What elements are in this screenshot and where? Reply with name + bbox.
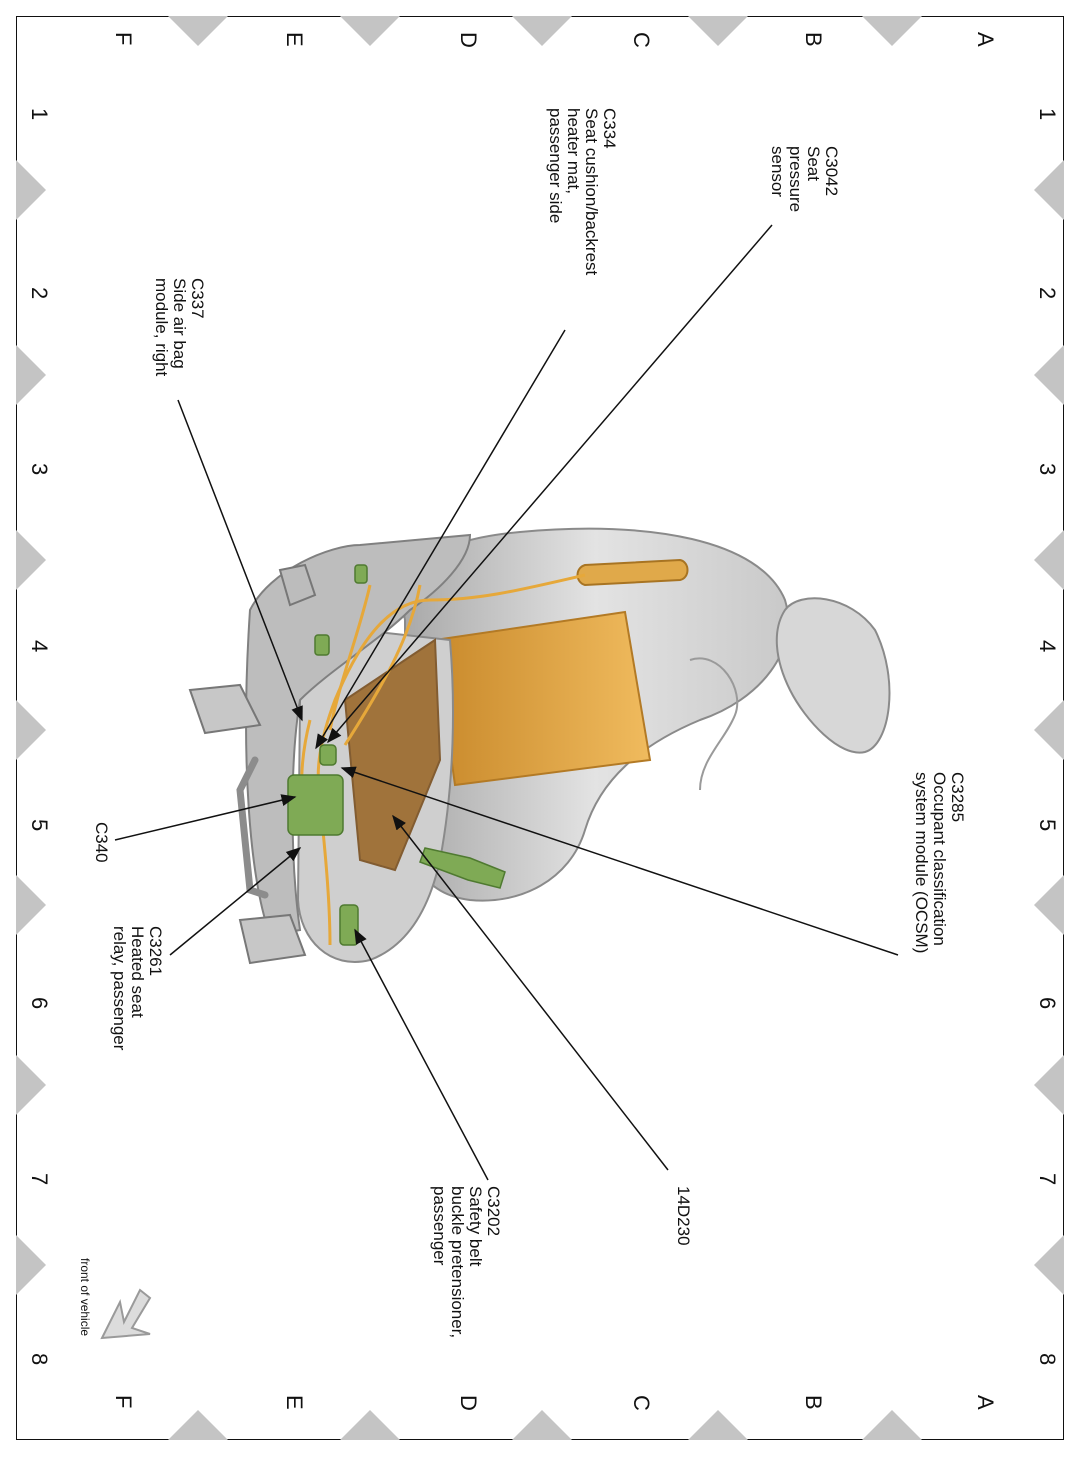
leader-c337: [177, 399, 303, 722]
border-marker-left: [16, 345, 46, 405]
border-markers: [16, 16, 1064, 1440]
seat-contour: [689, 657, 739, 791]
border-marker-top: [512, 16, 572, 46]
border-marker-right: [1034, 1235, 1064, 1295]
leader-c3261: [169, 847, 302, 956]
mount-bracket: [278, 563, 317, 607]
front-of-vehicle-arrow-icon: [100, 1288, 152, 1340]
callout-line: passenger: [430, 1186, 449, 1266]
border-marker-right: [1034, 160, 1064, 220]
callout-c3285: C3285 Occupant classification system mod…: [912, 772, 967, 954]
callout-line: Side air bag: [170, 278, 189, 369]
mount-bracket: [238, 913, 307, 965]
leader-lines: [114, 224, 899, 1181]
callout-line: Safety belt: [466, 1186, 485, 1267]
callout-c3202: C3202 Safety belt buckle pretensioner, p…: [430, 1186, 503, 1339]
callout-line: Seat cushion/backrest: [582, 108, 601, 276]
leader-c3285: [340, 766, 899, 956]
border-marker-right: [1034, 1055, 1064, 1115]
seat-frame: [245, 533, 472, 937]
callout-c3261: C3261 Heated seat relay, passenger: [110, 926, 165, 1051]
callout-line: passenger side: [546, 108, 565, 224]
leader-c3202: [354, 928, 489, 1181]
border-marker-right: [1034, 345, 1064, 405]
seat-headrest: [775, 597, 891, 754]
callout-line: sensor: [768, 146, 787, 198]
callout-line: C3042: [822, 146, 841, 197]
callout-14d230: 14D230: [674, 1186, 693, 1246]
callout-line: Occupant classification: [930, 772, 949, 946]
border-marker-right: [1034, 875, 1064, 935]
callout-line: buckle pretensioner,: [448, 1186, 467, 1339]
border-marker-top: [168, 16, 228, 46]
pressure-sensor-tube: [576, 558, 689, 587]
border-marker-top: [862, 16, 922, 46]
border-marker-left: [16, 1235, 46, 1295]
leader-c3042: [327, 224, 773, 744]
callout-line: Heated seat: [128, 926, 147, 1018]
callout-c337: C337 Side air bag module, right: [152, 278, 207, 377]
callout-c340: C340: [92, 822, 111, 863]
callout-c334: C334 Seat cushion/backrest heater mat, p…: [546, 108, 619, 276]
seat-track: [236, 756, 269, 899]
callout-line: C3261: [146, 926, 165, 977]
border-marker-bottom: [512, 1410, 572, 1440]
border-marker-right: [1034, 700, 1064, 760]
callout-line: module, right: [152, 278, 171, 377]
connector: [314, 634, 330, 656]
connector: [354, 564, 368, 584]
seat-illustration: [188, 527, 891, 965]
callout-line: relay, passenger: [110, 926, 129, 1051]
callout-line: C334: [600, 108, 619, 149]
callout-line: C3202: [484, 1186, 503, 1237]
callout-line: Seat: [804, 146, 823, 181]
border-marker-left: [16, 700, 46, 760]
border-marker-left: [16, 875, 46, 935]
border-marker-left: [16, 160, 46, 220]
callout-line: C340: [92, 822, 111, 863]
callout-line: heater mat,: [564, 108, 583, 194]
callout-line: C337: [188, 278, 207, 319]
border-marker-bottom: [168, 1410, 228, 1440]
callout-line: 14D230: [674, 1186, 693, 1246]
heater-mat-cushion: [343, 638, 442, 872]
callout-line: pressure: [786, 146, 805, 213]
border-marker-left: [16, 530, 46, 590]
border-marker-left: [16, 1055, 46, 1115]
border-marker-bottom: [862, 1410, 922, 1440]
border-marker-bottom: [688, 1410, 748, 1440]
leader-c334: [315, 329, 566, 750]
connectors: [287, 564, 506, 946]
border-marker-top: [340, 16, 400, 46]
border-marker-top: [688, 16, 748, 46]
front-of-vehicle-label: front of vehicle: [78, 1258, 92, 1337]
callout-c3042: C3042 Seat pressure sensor: [768, 146, 841, 213]
mount-bracket: [188, 683, 262, 735]
border-marker-right: [1034, 530, 1064, 590]
leader-14d230: [392, 814, 669, 1171]
leader-c340: [114, 794, 297, 841]
callout-line: system module (OCSM): [912, 772, 931, 954]
green-connector-lead: [419, 847, 506, 889]
connector: [339, 904, 359, 946]
callout-line: C3285: [948, 772, 967, 823]
border-marker-bottom: [340, 1410, 400, 1440]
